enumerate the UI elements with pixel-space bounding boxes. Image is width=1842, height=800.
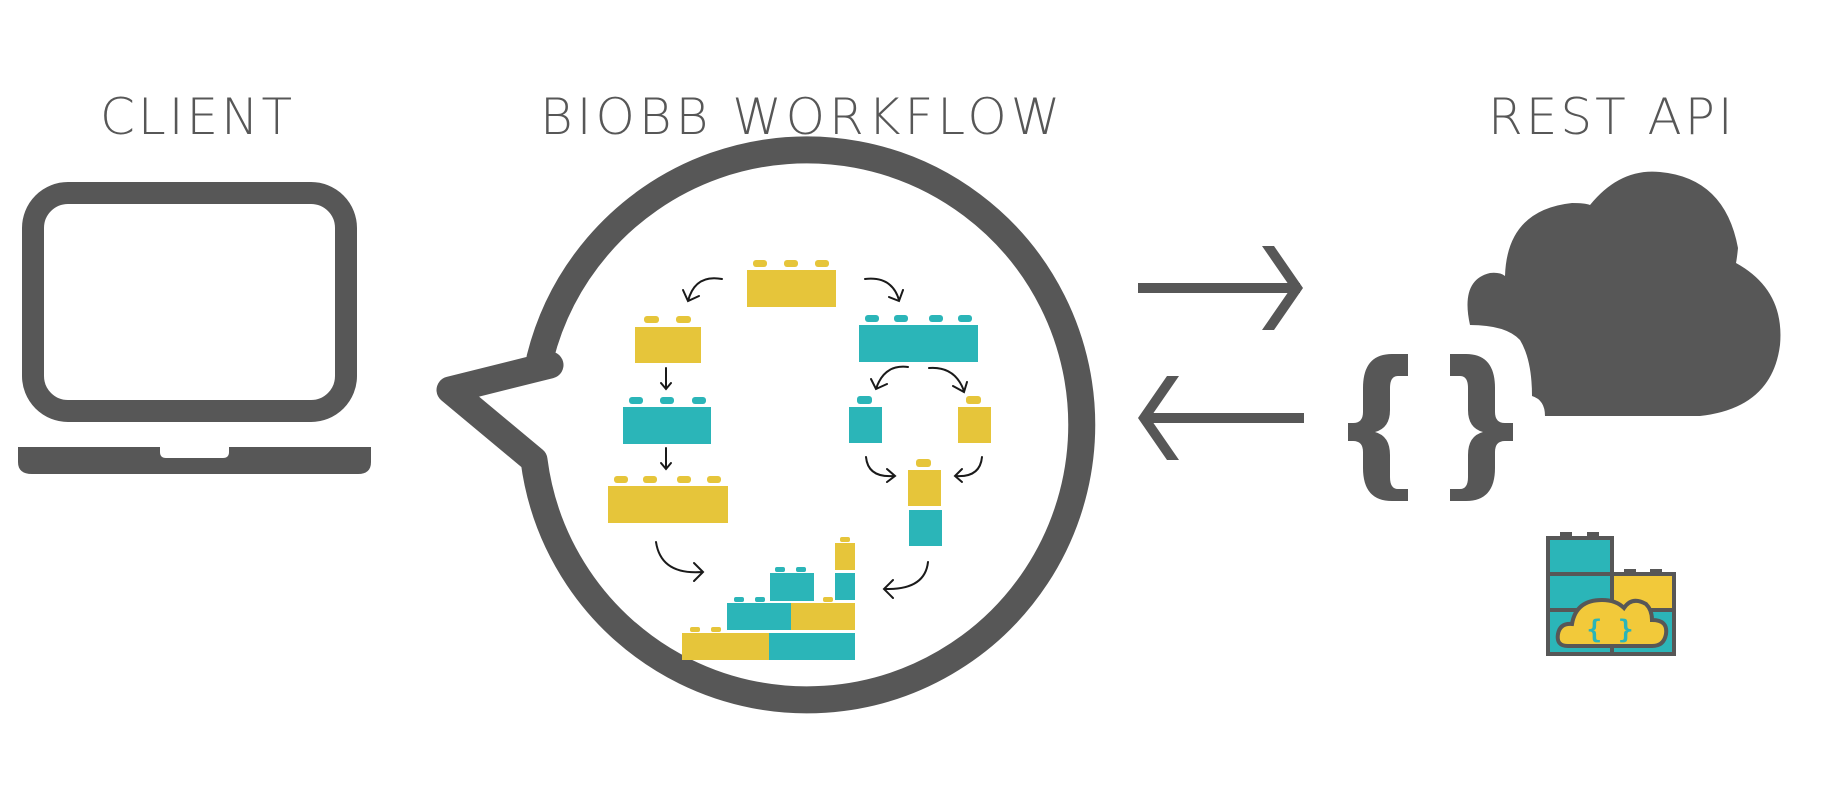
curved-arrow-7 [655,541,705,582]
brick-teal-right-1 [859,315,978,362]
curly-braces-icon [1348,354,1513,501]
curved-arrow-8 [882,561,929,599]
flow-arrows [655,277,983,599]
curved-arrow-5 [865,456,897,483]
down-arrow-1 [660,367,672,391]
svg-text:{ }: { } [1587,615,1634,645]
rest-api-title: REST API [1488,88,1736,146]
brick-teal-left-2 [623,397,711,444]
lego-brick-icons [608,260,991,660]
cloud-icon [1467,171,1781,416]
arrow-right-icon [1138,246,1303,330]
brick-teal-small [849,396,882,443]
client-title: CLIENT [100,88,296,146]
arrow-left-icon [1138,376,1304,460]
laptop-screen [22,182,357,422]
brick-final-assembly [682,537,855,660]
laptop-base [18,447,371,474]
brick-yellow-small [958,396,991,443]
down-arrow-2 [660,447,672,471]
speech-bubble-icon [436,136,1096,714]
right-brace [1450,354,1513,501]
biobb-rest-logo-icon: { } [1546,532,1676,656]
brick-stack-merged [908,459,942,546]
brick-yellow-left-1 [635,316,701,363]
curved-arrow-2 [864,277,904,303]
curved-arrow-3 [870,365,909,391]
brick-yellow-top [747,260,836,307]
laptop-icon [18,182,371,474]
curved-arrow-4 [928,366,968,394]
curved-arrow-1 [682,277,723,303]
brick-yellow-left-3 [608,476,728,523]
workflow-title: BIOBB WORKFLOW [540,88,1065,146]
left-brace [1348,354,1408,501]
curved-arrow-6 [953,456,983,483]
